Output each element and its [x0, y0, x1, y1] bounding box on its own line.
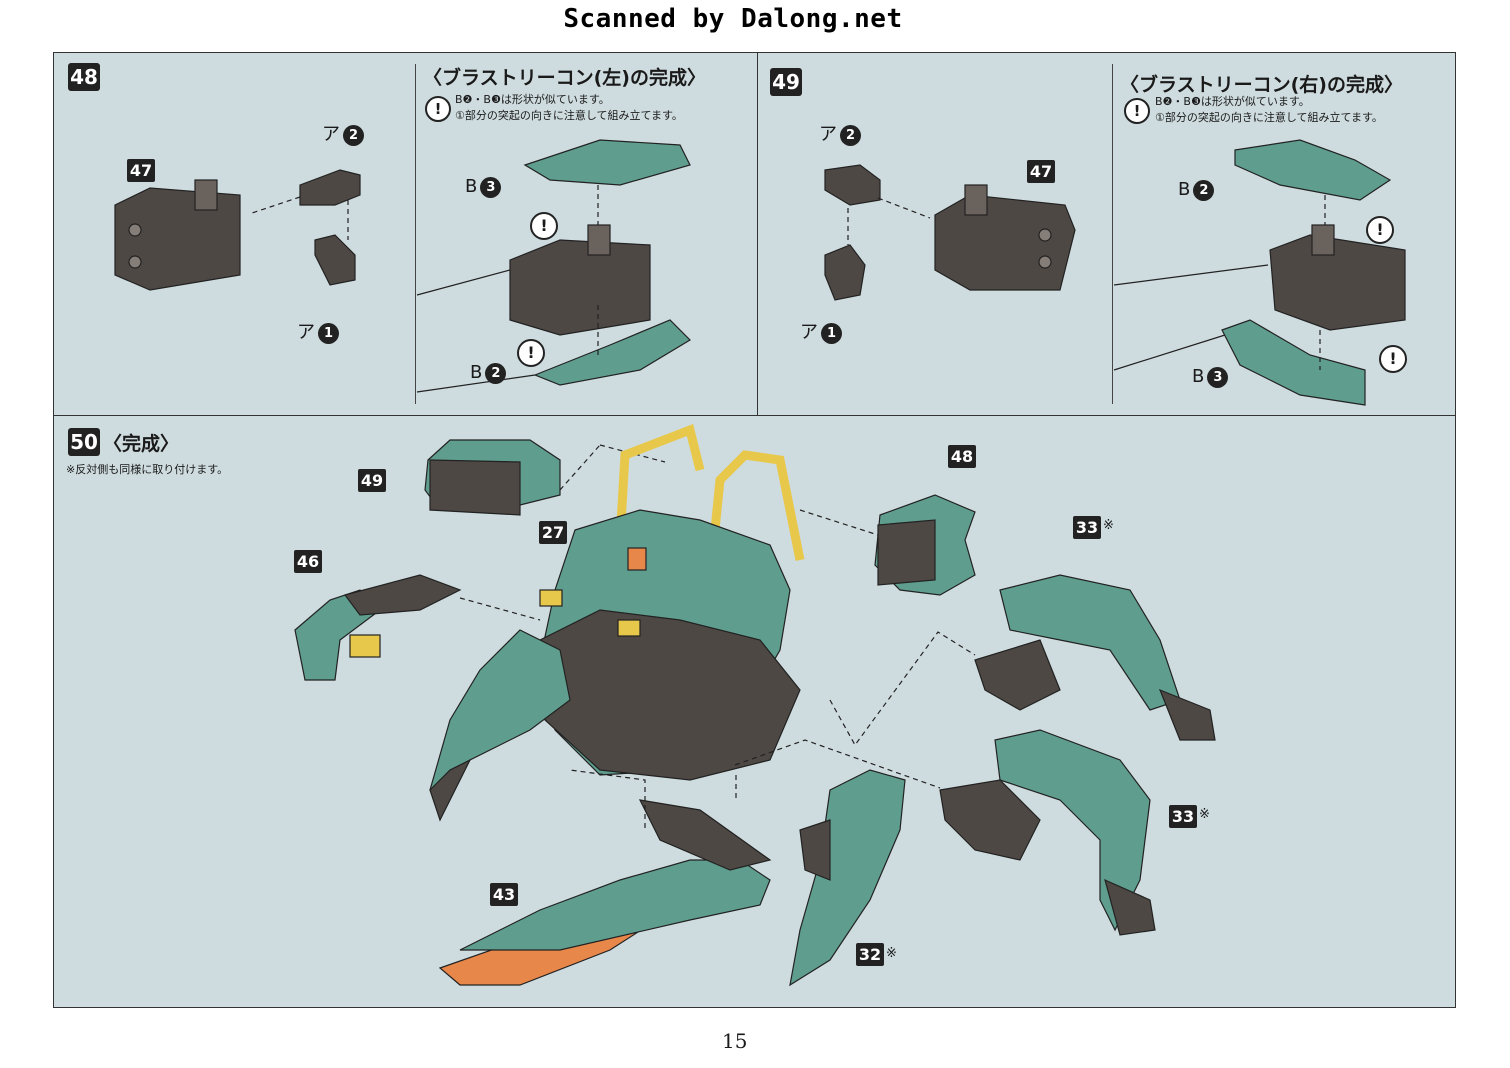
blast-recon-core [509, 239, 651, 336]
step-48-note-1: B❷・B❸は形状が似ています。 [455, 93, 610, 106]
joint-block-47 [934, 194, 1076, 291]
ref-tag-48: 48 [948, 445, 976, 468]
joint-block-47 [114, 187, 241, 291]
part-a2 [824, 164, 881, 206]
step-48-diagram [114, 139, 691, 393]
step-49-note-1: B❷・B❸は形状が似ています。 [1155, 95, 1310, 108]
part-b2-teal [533, 319, 691, 386]
step-50-number: 50 [68, 428, 100, 456]
part-b3-teal [523, 139, 691, 186]
step-48-divider [415, 64, 416, 404]
step-49-number: 49 [770, 68, 802, 96]
part-prefix: ア [322, 124, 340, 145]
blast-recon-core [1269, 234, 1406, 331]
scan-watermark: Scanned by Dalong.net [563, 4, 903, 34]
part-number: 3 [1207, 366, 1229, 388]
part-prefix: ア [819, 124, 837, 145]
leg-33-lower [994, 729, 1151, 932]
step-48-number: 48 [68, 63, 100, 91]
part-a1 [314, 234, 356, 286]
part-prefix: B [470, 362, 483, 383]
part-number: 2 [343, 124, 364, 146]
part-number: 1 [318, 322, 339, 344]
part-number: 2 [1193, 179, 1215, 201]
step-50-heading: 〈完成〉 [103, 433, 180, 455]
leg-32 [789, 769, 906, 987]
ref-tag-27: 27 [539, 521, 567, 544]
mirror-note-mark: ※ [1103, 518, 1114, 533]
caution-icon: ! [1366, 216, 1394, 244]
ref-tag-33-lower: 33 [1169, 805, 1197, 828]
step-50-diagram [294, 423, 1216, 987]
mirror-note-mark: ※ [1199, 807, 1210, 822]
part-b3-teal [1221, 319, 1366, 406]
part-prefix: ア [297, 322, 315, 343]
step-49-heading: 〈ブラストリーコン(右)の完成〉 [1120, 74, 1403, 96]
part-prefix: B [465, 176, 478, 197]
step-49-divider [1112, 64, 1113, 404]
part-number: 3 [480, 176, 502, 198]
yellow-frame [615, 423, 805, 561]
step-49-panel [757, 52, 1456, 416]
ref-tag-43: 43 [490, 883, 518, 906]
part-number: 2 [840, 124, 861, 146]
part-prefix: ア [800, 322, 818, 343]
caution-icon: ! [1379, 345, 1407, 373]
leg-33-upper [999, 574, 1181, 711]
ref-tag-47: 47 [127, 159, 155, 182]
caution-icon: ! [530, 212, 558, 240]
ref-tag-47: 47 [1027, 160, 1055, 183]
part-number: 1 [821, 322, 842, 344]
mirror-note-mark: ※ [886, 946, 897, 961]
ref-tag-46: 46 [294, 550, 322, 573]
step-50-note: ※反対側も同様に取り付けます。 [66, 463, 229, 476]
ref-tag-33-upper: 33 [1073, 516, 1101, 539]
step-48-note-2: ①部分の突起の向きに注意して組み立てます。 [455, 109, 683, 122]
part-b2-teal [1234, 139, 1392, 201]
part-number: 2 [485, 362, 507, 384]
caution-icon: ! [425, 96, 451, 122]
ref-tag-32: 32 [856, 943, 884, 966]
caution-icon: ! [517, 339, 545, 367]
caution-icon: ! [1124, 98, 1150, 124]
step-49-diagram [824, 139, 1406, 406]
part-a2 [299, 169, 361, 206]
step-48-heading: 〈ブラストリーコン(左)の完成〉 [423, 67, 706, 89]
step-49-note-2: ①部分の突起の向きに注意して組み立てます。 [1155, 111, 1383, 124]
page-number: 15 [722, 1029, 748, 1053]
part-prefix: B [1178, 179, 1191, 200]
part-a1 [824, 244, 866, 301]
part-prefix: B [1192, 366, 1205, 387]
ref-tag-49: 49 [358, 469, 386, 492]
tail-43 [459, 859, 771, 951]
